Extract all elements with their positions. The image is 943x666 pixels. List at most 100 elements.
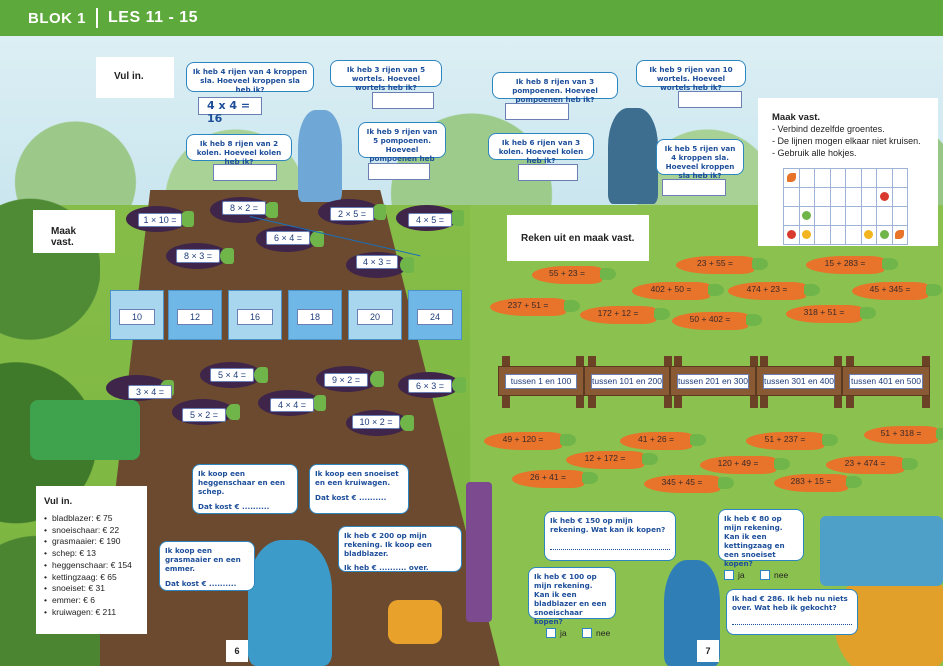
sign-label[interactable]: tussen 1 en 100 xyxy=(505,374,577,389)
carrot[interactable]: 51 + 237 = xyxy=(746,432,838,450)
carrot[interactable]: 23 + 474 = xyxy=(826,456,918,474)
eggplant-expr-14[interactable]: 10 × 2 = xyxy=(352,415,400,429)
carrot[interactable]: 51 + 318 = xyxy=(864,426,943,444)
sign-label[interactable]: tussen 401 en 500 xyxy=(849,374,923,389)
grid-cell[interactable] xyxy=(891,225,908,245)
grid-cell[interactable] xyxy=(860,225,877,245)
had-286-answer-line[interactable] xyxy=(732,620,852,625)
carrot[interactable]: 402 + 50 = xyxy=(632,282,724,300)
carrot[interactable]: 172 + 12 = xyxy=(580,306,670,324)
answer-kolen[interactable] xyxy=(213,164,277,181)
price-item: bladblazer: € 75 xyxy=(44,513,139,525)
crate-number[interactable]: 12 xyxy=(177,309,213,325)
carrot[interactable]: 237 + 51 = xyxy=(490,298,580,316)
grid-cell[interactable] xyxy=(845,168,862,188)
grid-cell[interactable] xyxy=(860,187,877,207)
grid-cell[interactable] xyxy=(891,206,908,226)
grid-cell[interactable] xyxy=(814,206,831,226)
carrot[interactable]: 49 + 120 = xyxy=(484,432,576,450)
carrot[interactable]: 474 + 23 = xyxy=(728,282,820,300)
grid-cell[interactable] xyxy=(829,168,846,188)
crate: 12 xyxy=(168,290,222,340)
grid-cell[interactable] xyxy=(876,225,893,245)
eggplant-expr-5[interactable]: 6 × 4 = xyxy=(266,231,310,245)
answer-pompoenen-3[interactable] xyxy=(505,103,569,120)
answer-kolen-3[interactable] xyxy=(518,164,578,181)
grid-cell[interactable] xyxy=(845,206,862,226)
grid-cell[interactable] xyxy=(876,168,893,188)
grasmaaier-cost[interactable]: Dat kost € .......... xyxy=(165,579,237,588)
checkbox-ja-80[interactable] xyxy=(724,570,734,580)
sign-label[interactable]: tussen 101 en 200 xyxy=(591,374,663,389)
grid-cell[interactable] xyxy=(891,168,908,188)
checkbox-nee-100[interactable] xyxy=(582,628,592,638)
eggplant-expr-6[interactable]: 8 × 3 = xyxy=(176,249,220,263)
grid-cell[interactable] xyxy=(845,187,862,207)
rekening-150-answer-line[interactable] xyxy=(550,544,670,550)
crate-number[interactable]: 16 xyxy=(237,309,273,325)
crate-number[interactable]: 18 xyxy=(297,309,333,325)
carrot[interactable]: 26 + 41 = xyxy=(512,470,598,488)
snoeiset-cost[interactable]: Dat kost € .......... xyxy=(315,493,387,502)
answer-kroppen-5[interactable] xyxy=(662,179,726,196)
eggplant-expr-10[interactable]: 9 × 2 = xyxy=(324,373,368,387)
grid-cell[interactable] xyxy=(876,206,893,226)
eggplant-expr-1[interactable]: 1 × 10 = xyxy=(138,213,182,227)
grid-cell[interactable] xyxy=(783,225,800,245)
grid-cell[interactable] xyxy=(798,225,815,245)
answer-wortels-5[interactable] xyxy=(372,92,434,109)
answer-pompoenen-5[interactable] xyxy=(368,163,430,180)
eggplant-expr-11[interactable]: 6 × 3 = xyxy=(408,379,452,393)
grid-cell[interactable] xyxy=(783,187,800,207)
grid-cell[interactable] xyxy=(829,206,846,226)
carrot[interactable]: 41 + 26 = xyxy=(620,432,706,450)
sign-label[interactable]: tussen 301 en 400 xyxy=(763,374,835,389)
eggplant-expr-4[interactable]: 4 × 5 = xyxy=(408,213,452,227)
eggplant-expr-7[interactable]: 4 × 3 = xyxy=(356,255,398,269)
grid-cell[interactable] xyxy=(814,168,831,188)
carrot[interactable]: 283 + 15 = xyxy=(774,474,862,492)
grid-cell[interactable] xyxy=(860,206,877,226)
sign-label[interactable]: tussen 201 en 300 xyxy=(677,374,749,389)
answer-kroppen[interactable]: 4 x 4 = 16 xyxy=(198,97,262,125)
grid-cell[interactable] xyxy=(814,187,831,207)
carrot[interactable]: 120 + 49 = xyxy=(700,456,790,474)
crate-number[interactable]: 20 xyxy=(357,309,393,325)
grid-cell[interactable] xyxy=(891,187,908,207)
grid-cell[interactable] xyxy=(798,206,815,226)
grid-cell[interactable] xyxy=(783,206,800,226)
answer-wortels-10[interactable] xyxy=(678,91,742,108)
eggplant-expr-2[interactable]: 8 × 2 = xyxy=(222,201,266,215)
crate-number[interactable]: 24 xyxy=(417,309,453,325)
carrot[interactable]: 23 + 55 = xyxy=(676,256,768,274)
grid-cell[interactable] xyxy=(860,168,877,188)
grid-cell[interactable] xyxy=(845,225,862,245)
eggplant-expr-12[interactable]: 4 × 4 = xyxy=(270,398,314,412)
checkbox-ja-100[interactable] xyxy=(546,628,556,638)
rekening-200-over[interactable]: Ik heb € .......... over. xyxy=(344,563,429,572)
carrot[interactable]: 55 + 23 = xyxy=(532,266,616,284)
grid-cell[interactable] xyxy=(829,225,846,245)
crate-number[interactable]: 10 xyxy=(119,309,155,325)
grid-cell[interactable] xyxy=(829,187,846,207)
checkbox-nee-80[interactable] xyxy=(760,570,770,580)
eggplant-expr-9[interactable]: 3 × 4 = xyxy=(128,385,172,399)
carrot[interactable]: 50 + 402 = xyxy=(672,312,762,330)
heggenschaar-cost[interactable]: Dat kost € .......... xyxy=(198,502,270,511)
carrot[interactable]: 15 + 283 = xyxy=(806,256,898,274)
eggplant-expr-13[interactable]: 5 × 2 = xyxy=(182,408,226,422)
pepper-icon xyxy=(802,230,812,239)
grid-cell[interactable] xyxy=(814,225,831,245)
grid-cell[interactable] xyxy=(783,168,800,188)
carrot[interactable]: 12 + 172 = xyxy=(566,451,658,469)
carrot[interactable]: 45 + 345 = xyxy=(852,282,942,300)
carrot[interactable]: 318 + 51 = xyxy=(786,305,876,323)
carrot-leaf xyxy=(654,308,670,320)
carrot[interactable]: 345 + 45 = xyxy=(644,475,734,493)
grid-cell[interactable] xyxy=(798,168,815,188)
grid-cell[interactable] xyxy=(876,187,893,207)
eggplant-expr-3[interactable]: 2 × 5 = xyxy=(330,207,374,221)
eggplant-expr-8[interactable]: 5 × 4 = xyxy=(210,368,254,382)
grid-cell[interactable] xyxy=(798,187,815,207)
vegetable-grid[interactable] xyxy=(783,168,908,245)
